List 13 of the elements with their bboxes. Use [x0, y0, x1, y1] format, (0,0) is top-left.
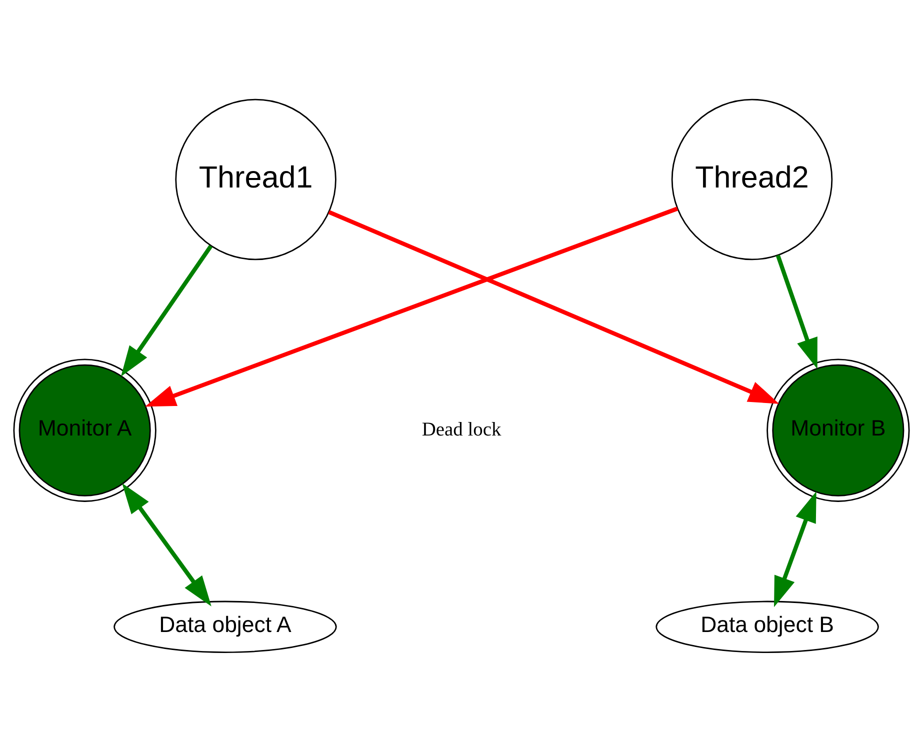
label: Dead lock: [422, 419, 502, 440]
node-ellipse: Data object A: [114, 600, 337, 652]
node-circle: Monitor A: [13, 358, 156, 502]
node-ellipse: Data object B: [656, 600, 879, 652]
arrow: [774, 490, 816, 607]
node-circle: Thread1: [175, 98, 336, 260]
arrow: [120, 244, 213, 376]
node-circle: Thread2: [671, 98, 833, 260]
arrow: [145, 206, 678, 406]
arrow: [328, 210, 780, 404]
node-circle: Monitor B: [766, 358, 910, 502]
arrow: [122, 482, 212, 606]
arrow: [776, 254, 818, 368]
